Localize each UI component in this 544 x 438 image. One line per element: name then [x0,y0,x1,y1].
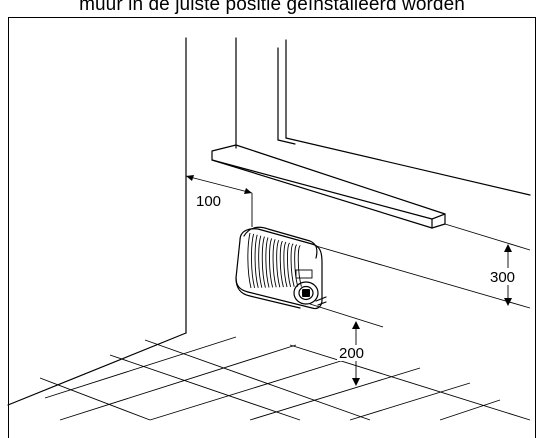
grille-line [269,238,274,288]
grille-line [251,233,256,289]
grille-line [294,244,299,287]
label-background [488,268,528,285]
caption-text: muur in de juiste positie geïnstalleerd … [79,0,465,15]
dimension-wall-offset [185,175,253,227]
grille-line [258,235,263,288]
grille-line [287,242,292,288]
grille-line [279,240,284,288]
grille-line [276,239,281,288]
grille-line [265,237,270,288]
dimension-below-sill [315,223,531,309]
window-sill [211,144,446,229]
grille-line [272,239,277,288]
grille-line [283,241,288,288]
wall-corner [7,37,187,406]
dimension-label-300: 300 [490,269,515,286]
grille-line [247,232,252,289]
fan-heater-icon [235,226,327,310]
grille-line [297,245,302,287]
grille-line [290,243,295,287]
grille-line [261,236,266,288]
dimension-label-200: 200 [339,345,364,362]
dimension-label-100: 100 [196,193,221,210]
label-background [337,345,375,361]
diagram-frame [8,17,536,438]
floor-tiles [39,336,531,421]
window-frame [235,37,531,196]
grille-line [254,234,259,288]
